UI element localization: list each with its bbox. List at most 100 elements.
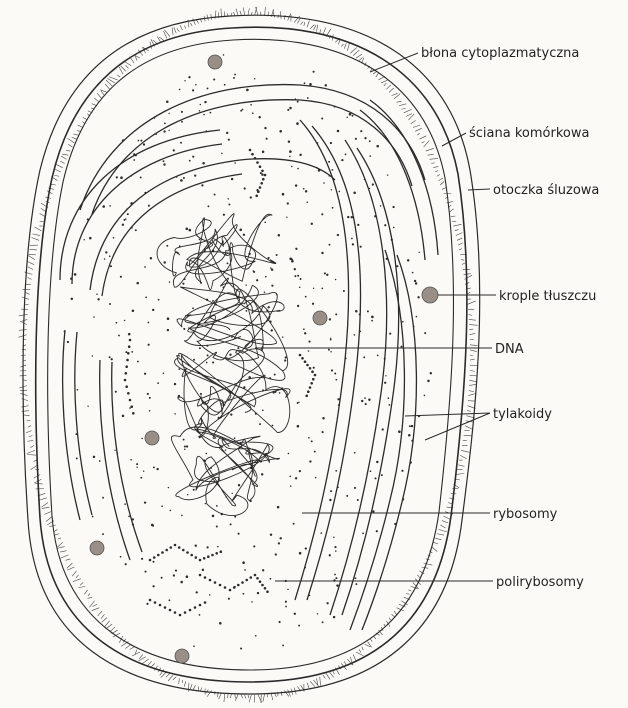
- fringe-hair: [42, 503, 48, 508]
- fringe-hair: [341, 44, 343, 47]
- ribosome: [253, 545, 255, 547]
- polyribosome-dot: [301, 357, 304, 360]
- ribosome: [411, 440, 413, 442]
- ribosome: [192, 89, 194, 91]
- fringe-hair: [98, 611, 102, 616]
- ribosome: [289, 156, 291, 158]
- label-ribosomes: rybosomy: [493, 507, 558, 522]
- fringe-hair: [428, 154, 434, 155]
- ribosome: [174, 413, 176, 415]
- ribosome: [336, 584, 338, 586]
- ribosome: [77, 389, 79, 391]
- fringe-hair: [265, 7, 266, 16]
- ribosome: [184, 80, 185, 81]
- ribosome: [244, 569, 246, 571]
- ribosome: [83, 239, 84, 240]
- leader-mucilage: [468, 189, 490, 190]
- ribosome: [297, 305, 299, 307]
- ribosome: [148, 205, 150, 207]
- ribosome: [135, 154, 137, 156]
- ribosome: [124, 320, 125, 321]
- fringe-hair: [284, 15, 285, 20]
- ribosome: [286, 217, 287, 218]
- fringe-hair: [384, 83, 387, 86]
- ribosome: [96, 293, 98, 295]
- polyribosome-dot: [129, 339, 132, 342]
- ribosome: [321, 288, 323, 290]
- fringe-hair: [329, 671, 334, 677]
- ribosome: [279, 392, 281, 394]
- fringe-hair: [72, 571, 76, 576]
- fringe-hair: [58, 547, 65, 549]
- ribosome: [368, 399, 370, 401]
- polyribosome-dot: [164, 606, 167, 609]
- fringe-hair: [397, 101, 402, 102]
- ribosome: [225, 449, 227, 451]
- ribosome: [201, 184, 203, 186]
- ribosome: [362, 533, 364, 535]
- ribosome: [285, 601, 287, 603]
- fringe-hair: [459, 249, 462, 250]
- ribosome: [202, 569, 204, 571]
- ribosome: [402, 321, 404, 323]
- fringe-hair: [58, 538, 61, 539]
- fringe-hair: [415, 128, 422, 131]
- ribosome: [313, 71, 315, 73]
- ribosome: [299, 154, 301, 156]
- ribosome: [360, 246, 362, 248]
- ribosome: [331, 369, 333, 371]
- ribosome: [376, 461, 378, 463]
- ribosome: [118, 335, 120, 337]
- ribosome: [109, 255, 111, 257]
- ribosome: [207, 354, 209, 356]
- ribosome: [242, 593, 244, 595]
- ribosome: [427, 380, 429, 382]
- fringe-hair: [347, 43, 349, 51]
- fringe-hair: [224, 693, 225, 702]
- polyribosome-dot: [132, 412, 135, 415]
- ribosome: [128, 516, 130, 518]
- ribosome: [337, 130, 340, 133]
- ribosome: [322, 621, 324, 623]
- fringe-hair: [386, 85, 391, 89]
- ribosome: [186, 575, 189, 578]
- polyribosome-dot: [199, 604, 202, 607]
- fringe-hair: [102, 618, 107, 623]
- ribosome: [278, 234, 281, 237]
- ribosome: [200, 104, 202, 106]
- ribosome: [303, 188, 305, 190]
- ribosome: [152, 585, 154, 587]
- fringe-hair: [73, 579, 81, 582]
- fringe-hair: [136, 56, 140, 58]
- fringe-hair: [76, 575, 79, 578]
- ribosome: [387, 174, 388, 175]
- fringe-hair: [411, 120, 416, 123]
- ribosome: [130, 202, 133, 205]
- polyribosome-dot: [174, 611, 177, 614]
- polyribosome-dot: [214, 581, 217, 584]
- ribosome: [132, 523, 134, 525]
- ribosome: [355, 138, 357, 140]
- polyribosome-dot: [264, 174, 267, 177]
- ribosome: [261, 473, 263, 475]
- fringe-hair: [26, 431, 31, 433]
- ribosome: [351, 216, 353, 218]
- ribosome: [144, 266, 146, 268]
- fringe-hair: [188, 683, 189, 692]
- ribosome: [141, 438, 143, 440]
- fringe-hair: [404, 109, 412, 112]
- ribosome: [126, 209, 127, 210]
- ribosome: [354, 334, 356, 336]
- ribosome: [282, 193, 285, 196]
- ribosome: [287, 109, 289, 111]
- ribosome: [152, 309, 154, 311]
- ribosome: [329, 318, 331, 320]
- ribosome: [163, 261, 165, 263]
- ribosome: [156, 468, 158, 470]
- ribosome: [199, 239, 201, 241]
- ribosome: [125, 218, 126, 219]
- fringe-hair: [67, 567, 74, 570]
- ribosome: [282, 336, 284, 338]
- polyribosome-dot: [125, 365, 128, 368]
- fringe-hair: [362, 647, 363, 650]
